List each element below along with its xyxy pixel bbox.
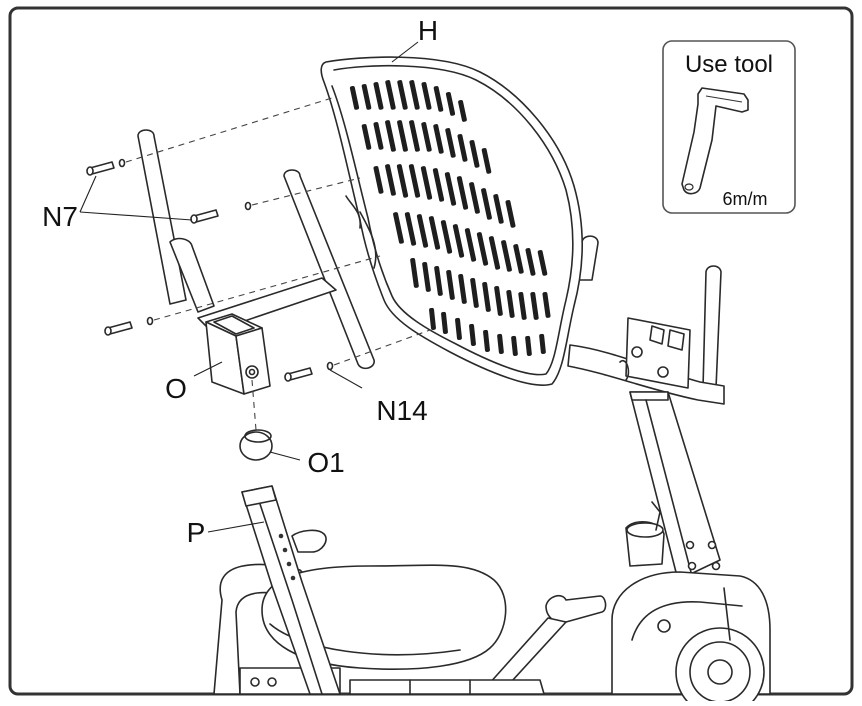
label-o1: O1 (307, 447, 344, 478)
label-n14: N14 (376, 395, 427, 426)
bolt-upper (86, 158, 126, 176)
label-o: O (165, 373, 187, 404)
part-p-seat-post (241, 485, 341, 695)
part-h-backrest (320, 56, 584, 386)
part-n7-bolts (86, 158, 252, 336)
part-n14-bolt (284, 361, 334, 382)
part-o1-end-cap (239, 429, 273, 461)
tool-size-label: 6m/m (723, 189, 768, 209)
label-n7: N7 (42, 201, 78, 232)
label-h: H (418, 15, 438, 46)
part-o-bracket (205, 313, 271, 395)
console-mast (567, 235, 771, 706)
tool-box-title: Use tool (685, 51, 773, 78)
tool-box: Use tool 6m/m (662, 40, 796, 214)
allen-key-icon (681, 87, 749, 195)
assembly-guides (125, 97, 431, 431)
backrest-slots (349, 80, 551, 356)
bolt-middle (190, 201, 252, 224)
label-p: P (187, 517, 206, 548)
bolt-lower (104, 316, 154, 336)
label-leaders (79, 41, 419, 533)
